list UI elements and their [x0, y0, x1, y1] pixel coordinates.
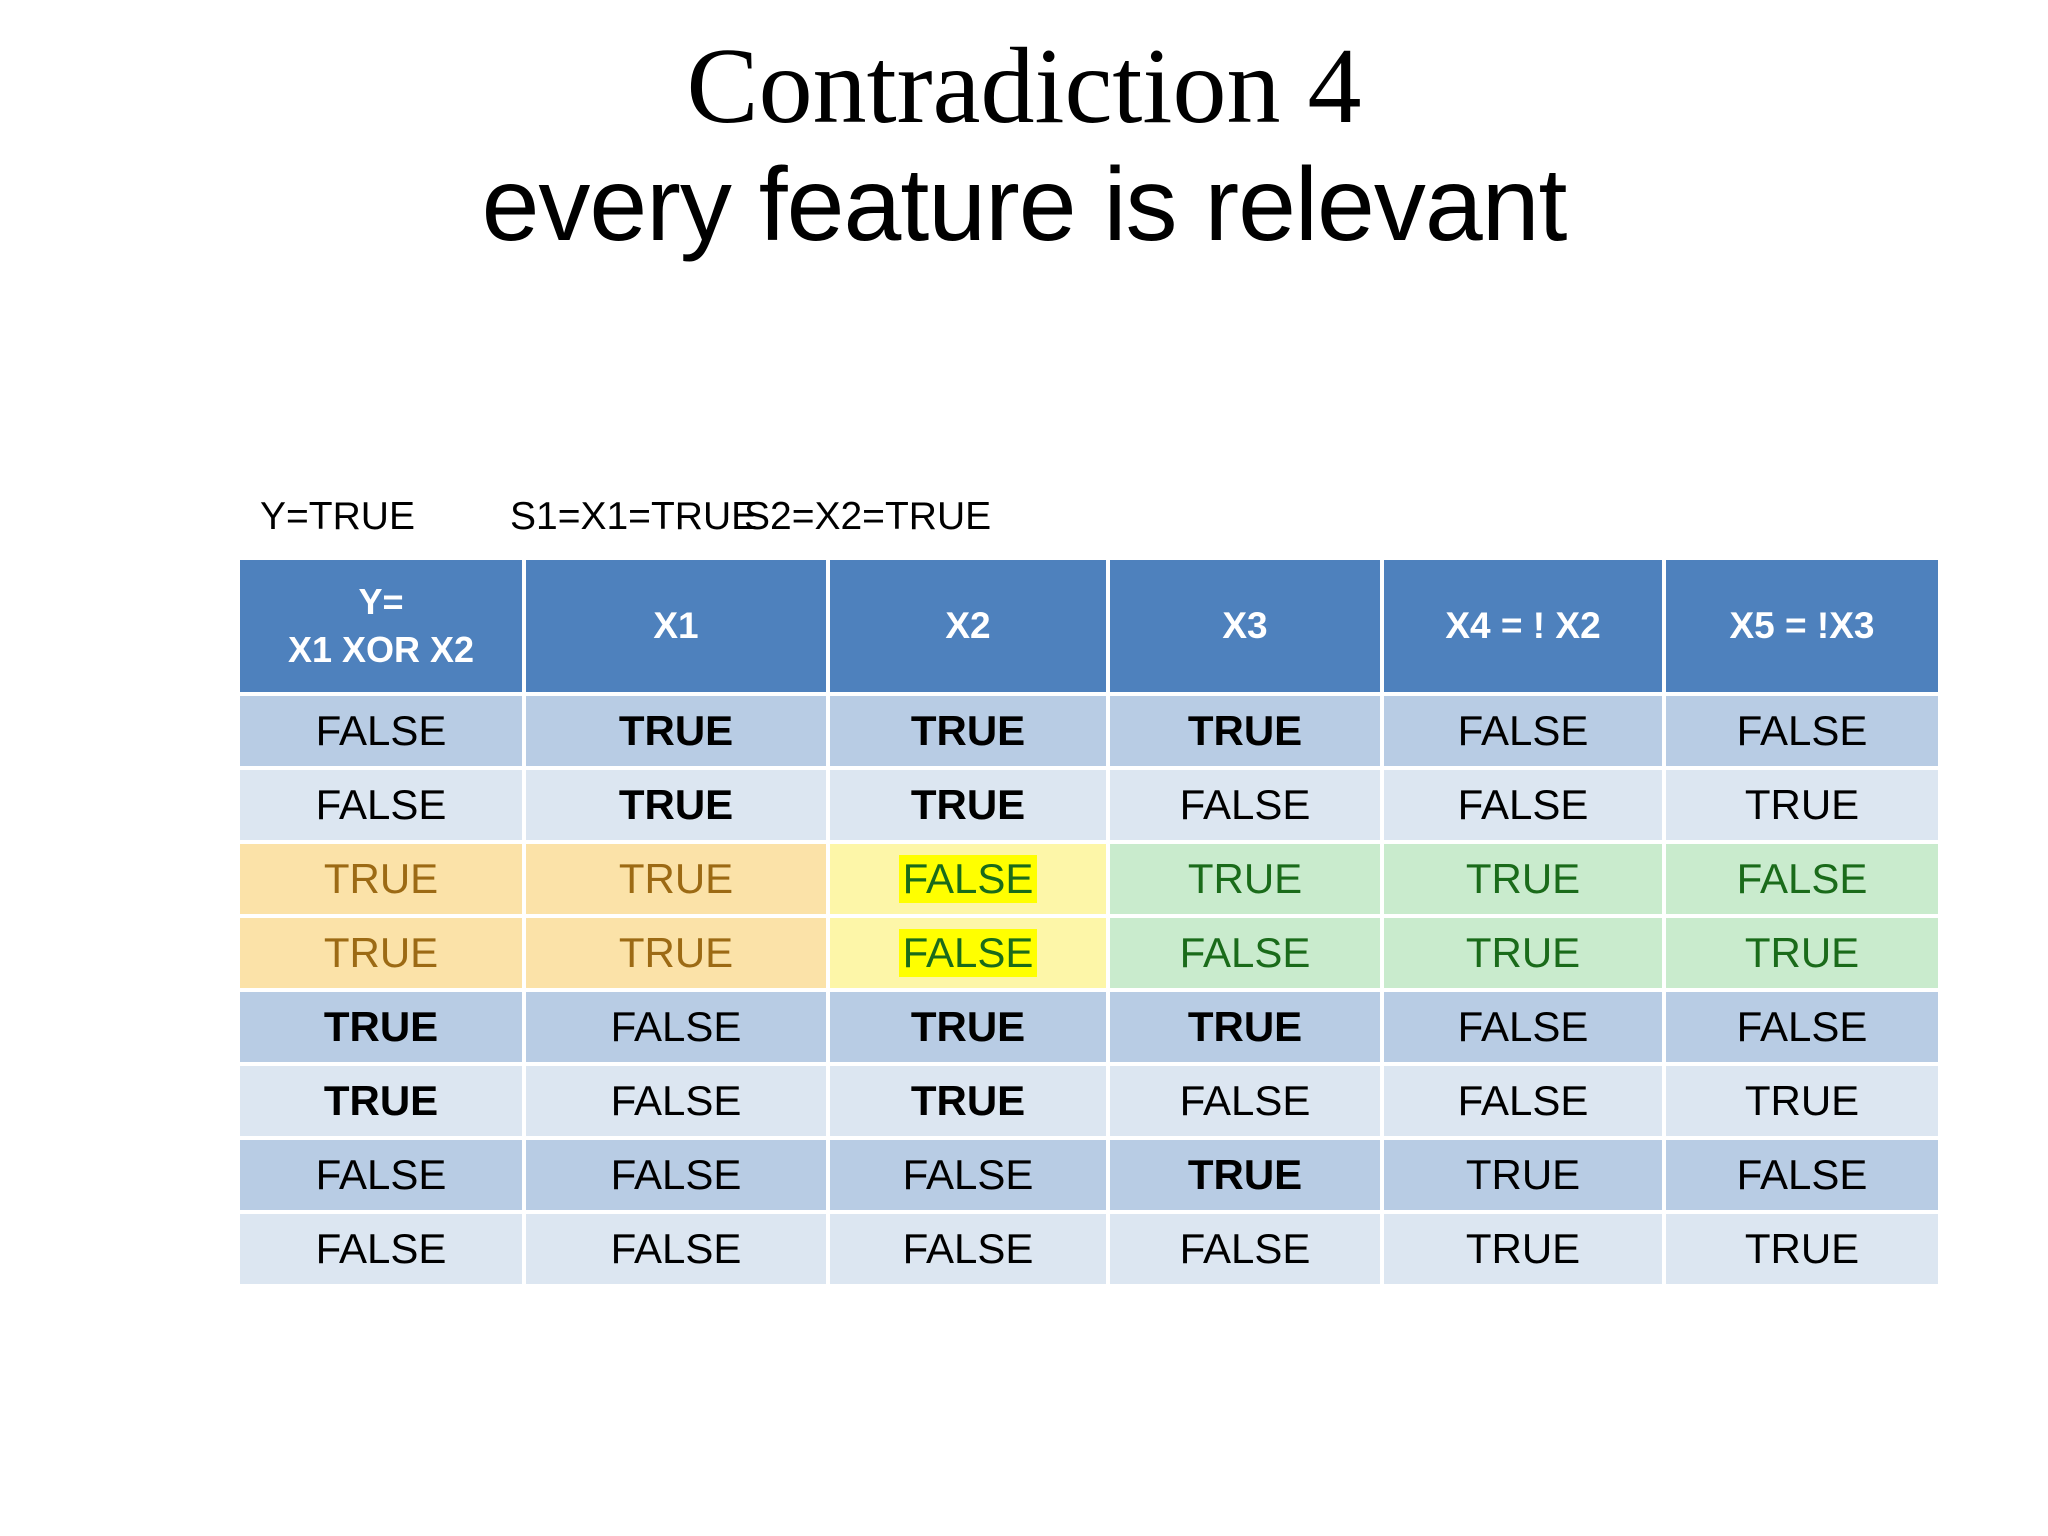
cell-x5: FALSE — [1666, 696, 1938, 766]
column-header-y-line2: X1 XOR X2 — [287, 629, 475, 670]
column-header-y-line1: Y= — [358, 581, 404, 623]
cell-x4: FALSE — [1384, 696, 1662, 766]
annotation-y-true: Y=TRUE — [260, 495, 415, 538]
cell-x5: TRUE — [1666, 770, 1938, 840]
cell-x2: TRUE — [830, 1066, 1106, 1136]
cell-x5: FALSE — [1666, 844, 1938, 914]
cell-x4: TRUE — [1384, 844, 1662, 914]
cell-x2: FALSE — [830, 844, 1106, 914]
cell-x5: TRUE — [1666, 918, 1938, 988]
cell-x2-highlight: FALSE — [898, 855, 1038, 903]
cell-x4: TRUE — [1384, 918, 1662, 988]
cell-x2: TRUE — [830, 770, 1106, 840]
column-header-y: Y= X1 XOR X2 — [240, 560, 522, 692]
column-header-x1: X1 — [526, 560, 826, 692]
table-row: FALSE TRUE TRUE TRUE FALSE FALSE — [240, 696, 1938, 766]
title-line-1: Contradiction 4 — [686, 27, 1362, 146]
cell-x3: TRUE — [1110, 844, 1380, 914]
cell-x4: TRUE — [1384, 1140, 1662, 1210]
cell-x2: FALSE — [830, 1214, 1106, 1284]
table-body: FALSE TRUE TRUE TRUE FALSE FALSE FALSE T… — [240, 696, 1938, 1284]
cell-x1: TRUE — [526, 918, 826, 988]
cell-x2: TRUE — [830, 696, 1106, 766]
cell-y: TRUE — [240, 844, 522, 914]
cell-x5: FALSE — [1666, 1140, 1938, 1210]
cell-x4: FALSE — [1384, 1066, 1662, 1136]
cell-x1: TRUE — [526, 696, 826, 766]
cell-x2: TRUE — [830, 992, 1106, 1062]
title-line-2: every feature is relevant — [481, 147, 1568, 264]
cell-x1: FALSE — [526, 1066, 826, 1136]
cell-x3: FALSE — [1110, 1066, 1380, 1136]
cell-y: FALSE — [240, 1214, 522, 1284]
cell-x2-highlight: FALSE — [898, 929, 1038, 977]
cell-x1: TRUE — [526, 844, 826, 914]
cell-x4: FALSE — [1384, 770, 1662, 840]
cell-x3: FALSE — [1110, 918, 1380, 988]
table-row: FALSE TRUE TRUE FALSE FALSE TRUE — [240, 770, 1938, 840]
cell-x1: FALSE — [526, 1214, 826, 1284]
cell-y: FALSE — [240, 770, 522, 840]
column-header-x2: X2 — [830, 560, 1106, 692]
cell-x3: TRUE — [1110, 1140, 1380, 1210]
table-header: Y= X1 XOR X2 X1 X2 X3 X4 = ! X2 X5 = !X3 — [240, 560, 1938, 692]
cell-y: FALSE — [240, 1140, 522, 1210]
page-title: Contradiction 4 every feature is relevan… — [0, 30, 2048, 261]
cell-y: TRUE — [240, 918, 522, 988]
column-header-x4: X4 = ! X2 — [1384, 560, 1662, 692]
table-row: FALSE FALSE FALSE FALSE TRUE TRUE — [240, 1214, 1938, 1284]
column-header-x5: X5 = !X3 — [1666, 560, 1938, 692]
cell-x5: TRUE — [1666, 1214, 1938, 1284]
cell-x1: FALSE — [526, 1140, 826, 1210]
cell-y: TRUE — [240, 992, 522, 1062]
cell-x4: TRUE — [1384, 1214, 1662, 1284]
cell-y: FALSE — [240, 696, 522, 766]
annotation-s1: S1=X1=TRUE — [510, 495, 758, 538]
annotation-s2: S2=X2=TRUE — [744, 495, 992, 538]
truth-table: Y= X1 XOR X2 X1 X2 X3 X4 = ! X2 X5 = !X3… — [236, 556, 1942, 1288]
table-row: TRUE FALSE TRUE FALSE FALSE TRUE — [240, 1066, 1938, 1136]
cell-x5: FALSE — [1666, 992, 1938, 1062]
cell-x3: FALSE — [1110, 770, 1380, 840]
cell-x1: FALSE — [526, 992, 826, 1062]
cell-x5: TRUE — [1666, 1066, 1938, 1136]
header-row: Y= X1 XOR X2 X1 X2 X3 X4 = ! X2 X5 = !X3 — [240, 560, 1938, 692]
table-row-highlighted: TRUE TRUE FALSE TRUE TRUE FALSE — [240, 844, 1938, 914]
cell-x2: FALSE — [830, 1140, 1106, 1210]
cell-x3: TRUE — [1110, 992, 1380, 1062]
table-row-highlighted: TRUE TRUE FALSE FALSE TRUE TRUE — [240, 918, 1938, 988]
annotation-row: Y=TRUE S1=X1=TRUE S2=X2=TRUE — [238, 495, 1938, 541]
table-row: FALSE FALSE FALSE TRUE TRUE FALSE — [240, 1140, 1938, 1210]
cell-x3: TRUE — [1110, 696, 1380, 766]
cell-y: TRUE — [240, 1066, 522, 1136]
column-header-x3: X3 — [1110, 560, 1380, 692]
cell-x1: TRUE — [526, 770, 826, 840]
truth-table-container: Y= X1 XOR X2 X1 X2 X3 X4 = ! X2 X5 = !X3… — [236, 556, 1938, 1288]
cell-x4: FALSE — [1384, 992, 1662, 1062]
table-row: TRUE FALSE TRUE TRUE FALSE FALSE — [240, 992, 1938, 1062]
cell-x2: FALSE — [830, 918, 1106, 988]
cell-x3: FALSE — [1110, 1214, 1380, 1284]
